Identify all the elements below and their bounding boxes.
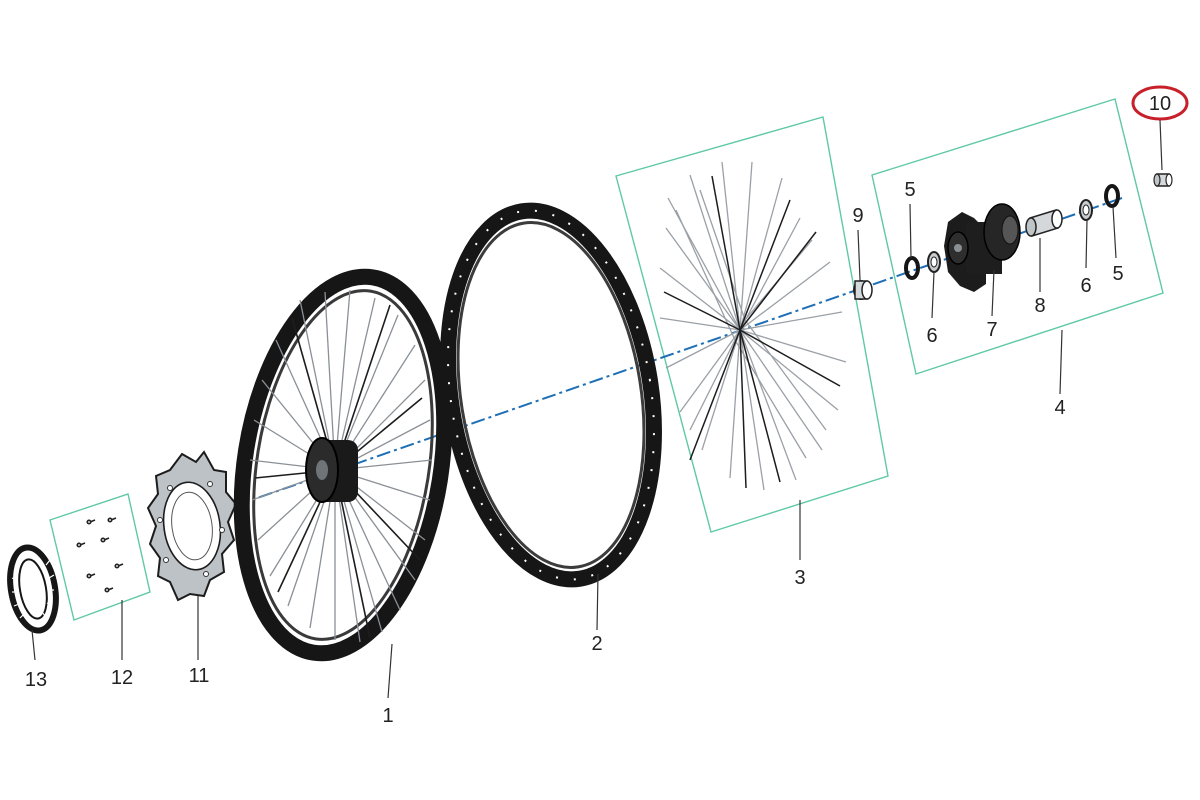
callout-1: 1: [382, 705, 393, 727]
callout-7: 7: [986, 319, 997, 341]
callout-11: 11: [189, 665, 210, 687]
collar-part-10: [1153, 173, 1173, 187]
callout-12: 12: [111, 667, 133, 689]
bearing-part-6-left: [927, 251, 941, 273]
callout-6-right: 6: [1080, 275, 1091, 297]
callout-2: 2: [591, 633, 602, 655]
hub-part-7: [944, 203, 1021, 292]
assembly-axis-line: [187, 197, 1123, 523]
highlight-circle-callout-10: [1131, 85, 1189, 121]
callout-10: 10: [1149, 93, 1171, 115]
callout-5-right: 5: [1112, 263, 1123, 285]
group-box-3: [615, 116, 889, 533]
spacer-part-9: [853, 280, 873, 300]
leader-lines: [31, 119, 1163, 699]
brake-disc-part-11: [146, 450, 238, 602]
callout-4: 4: [1054, 397, 1065, 419]
spokes-set-part-3: [659, 161, 847, 491]
callout-13: 13: [25, 669, 47, 691]
group-box-12: [49, 493, 151, 621]
distance-collar-part-8: [1025, 209, 1063, 237]
callout-3: 3: [794, 567, 805, 589]
callout-8: 8: [1034, 295, 1045, 317]
callout-9: 9: [852, 205, 863, 227]
callout-6-left: 6: [926, 325, 937, 347]
wheel-hub: [305, 437, 358, 503]
bearing-part-6-right: [1079, 199, 1093, 221]
group-box-4: [871, 98, 1164, 375]
rim-part-2: [440, 202, 662, 588]
complete-wheel-part-1: [233, 268, 453, 662]
callout-5-left: 5: [904, 179, 915, 201]
oil-seal-part-5-right: [1104, 184, 1120, 208]
disc-bolts-part-12: [76, 517, 124, 593]
oil-seal-part-5-left: [904, 256, 920, 280]
tone-ring-part-13: [7, 544, 59, 634]
